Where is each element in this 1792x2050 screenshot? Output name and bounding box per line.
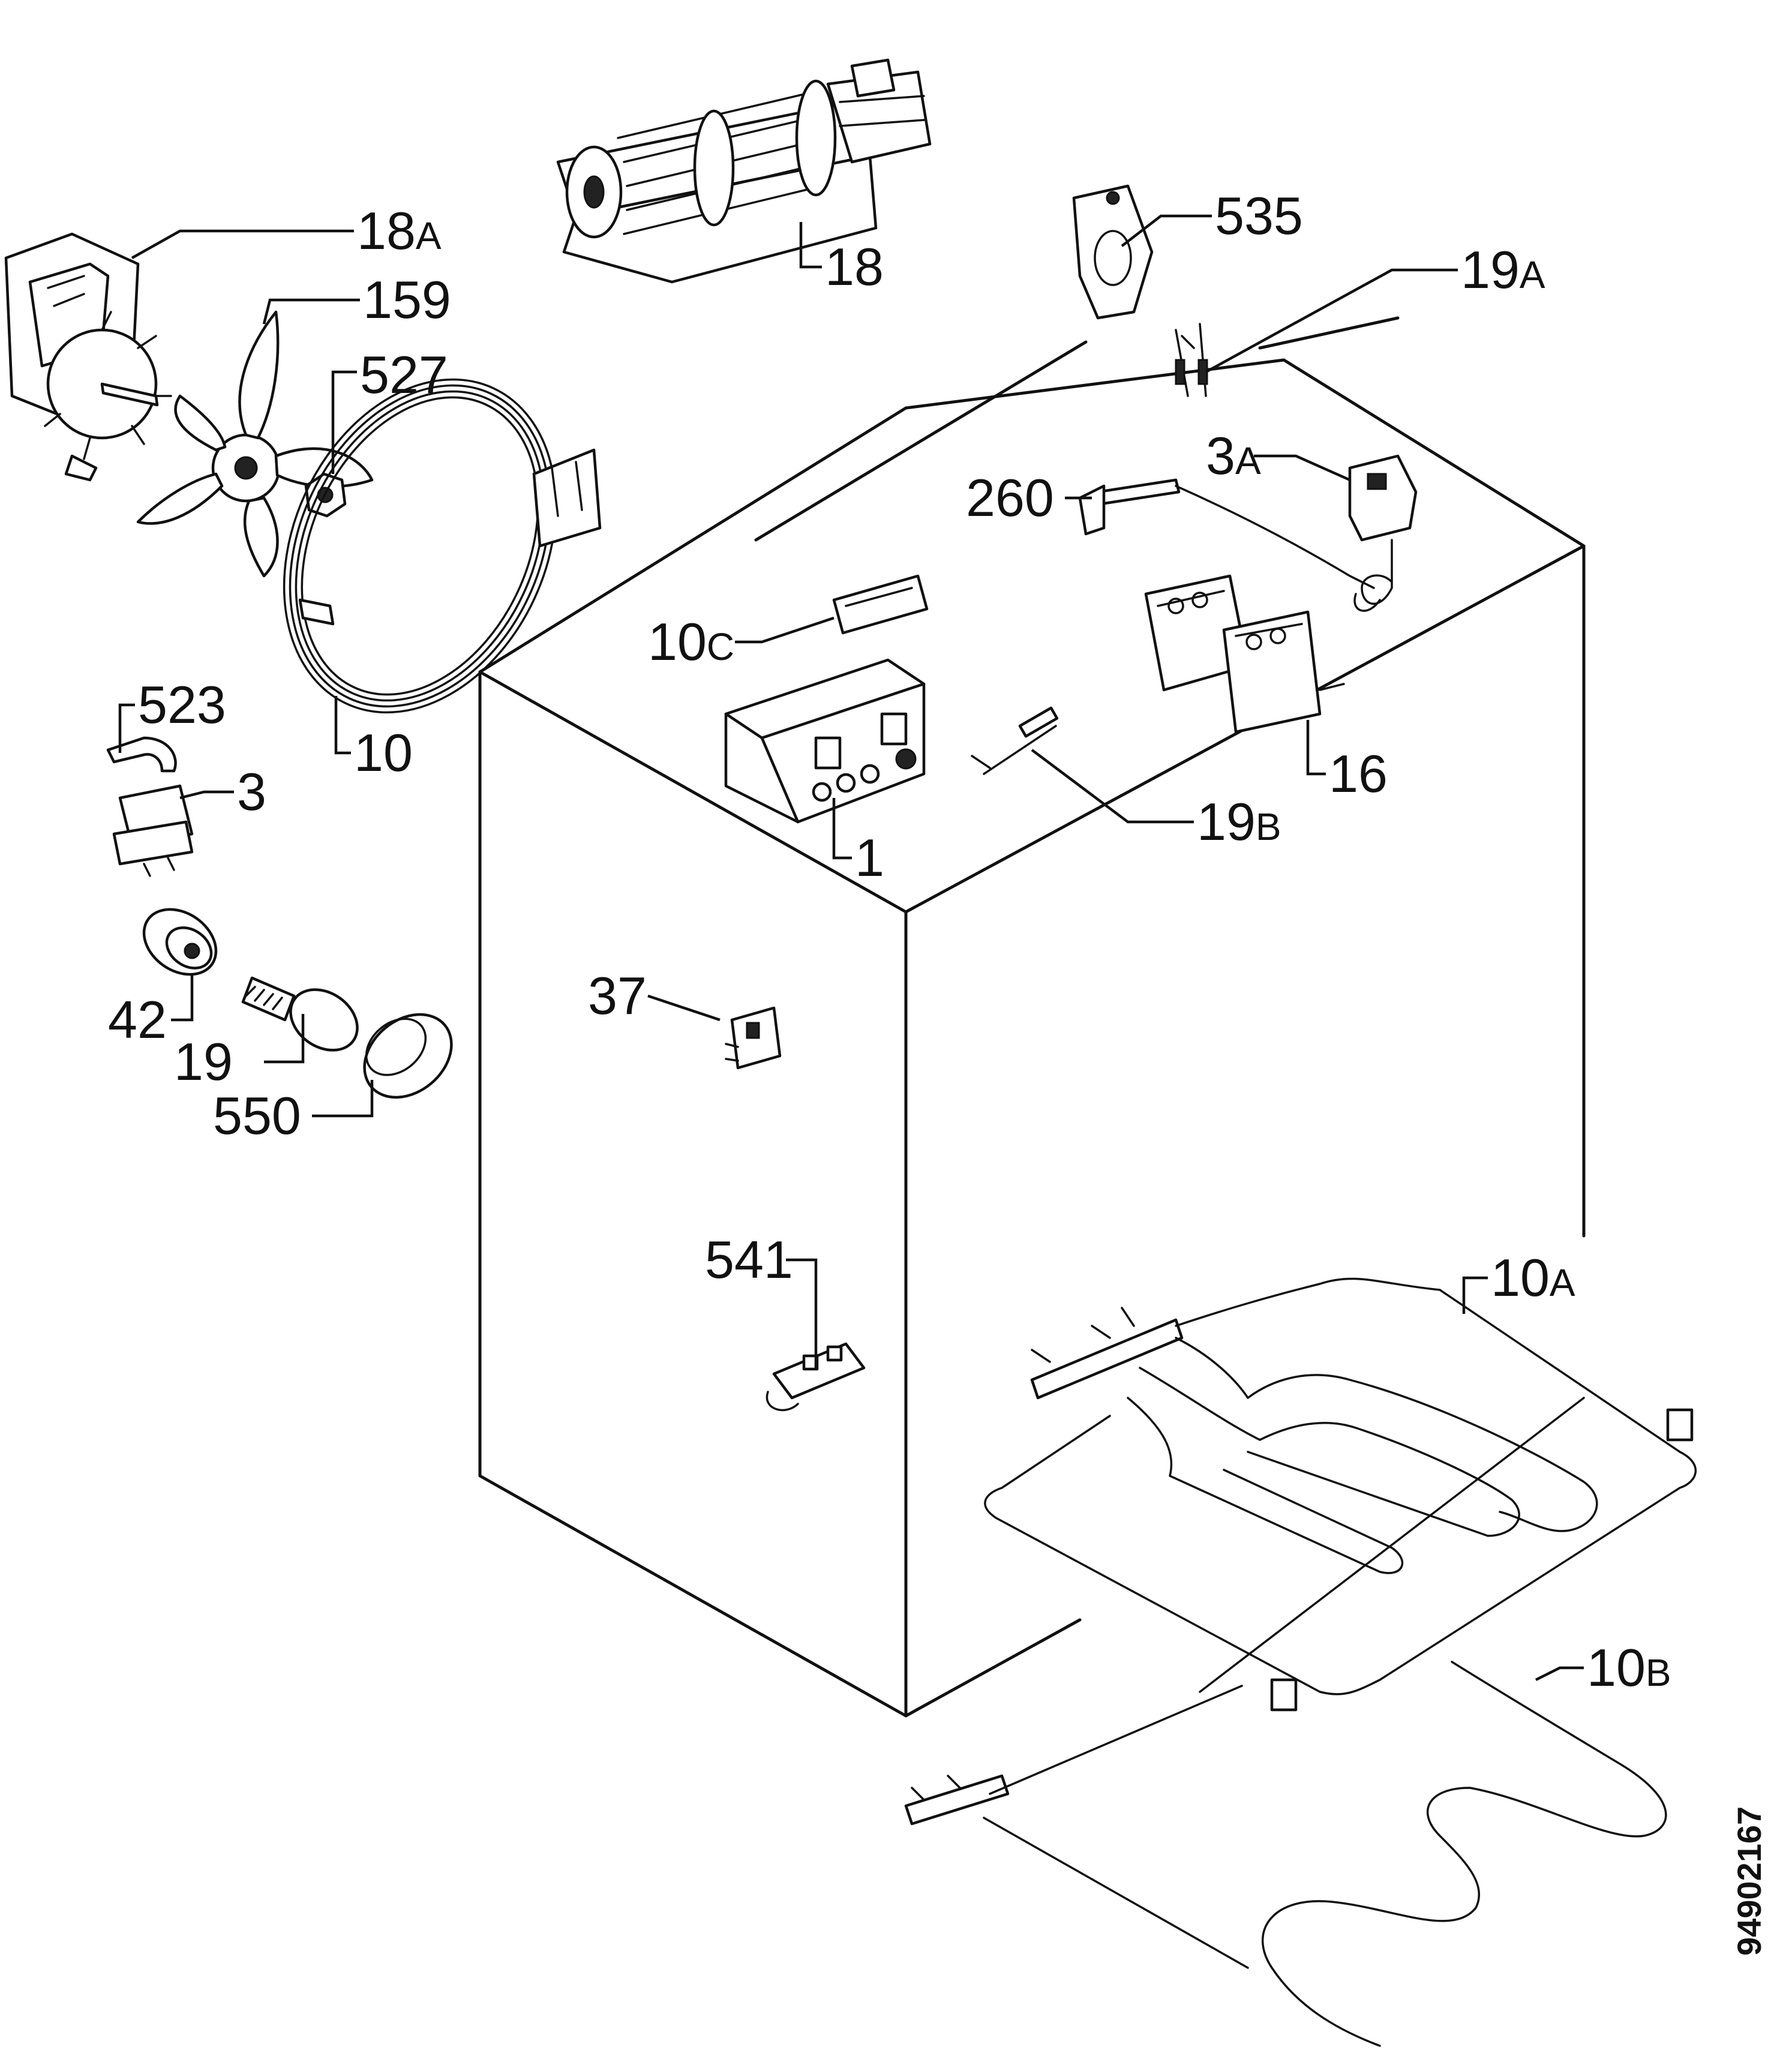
tangential-fan (556, 58, 932, 284)
label-19b: 19B (1197, 792, 1281, 851)
lamp-cover (363, 1013, 453, 1099)
bottom-heating-element (904, 1661, 1667, 2047)
oven-lamp (241, 976, 359, 1052)
thermal-cutout (112, 784, 194, 877)
grill-element (984, 1277, 1697, 1712)
label-10b: 10B (1587, 1638, 1671, 1697)
oven-cabinet (478, 316, 1586, 1718)
label-42: 42 (108, 990, 167, 1049)
fan-motor (4, 232, 172, 482)
lamp-holder (142, 908, 218, 976)
label-19: 19 (174, 1032, 233, 1091)
label-10a: 10A (1491, 1248, 1575, 1307)
label-527: 527 (360, 345, 448, 404)
wire-lead (971, 706, 1059, 775)
thermostat (1348, 454, 1418, 612)
socket (1072, 184, 1154, 320)
label-260: 260 (966, 468, 1054, 527)
label-18a: 18A (357, 201, 442, 260)
selector-switches (1144, 574, 1345, 734)
electronic-timer (724, 658, 926, 824)
fan-impeller (136, 310, 374, 578)
label-535: 535 (1215, 186, 1303, 245)
label-3a: 3A (1206, 426, 1261, 485)
label-550: 550 (213, 1086, 301, 1145)
part-labels: 18A 159 527 18 535 19A 3A 260 10C 10 523… (108, 186, 1671, 1697)
wire-connectors (1175, 323, 1208, 397)
label-159: 159 (363, 270, 451, 329)
label-10: 10 (354, 723, 413, 782)
label-10c: 10C (648, 612, 734, 671)
label-523: 523 (138, 675, 226, 734)
small-module (832, 574, 929, 635)
leader-lines (118, 214, 1584, 1682)
label-16: 16 (1329, 744, 1388, 803)
terminal-block (725, 1006, 782, 1070)
label-541: 541 (705, 1230, 793, 1289)
label-37: 37 (588, 966, 647, 1025)
label-19a: 19A (1461, 240, 1545, 299)
temperature-sensor (1078, 478, 1375, 589)
document-id: 94902167 (1730, 1806, 1768, 1956)
label-3: 3 (237, 762, 266, 821)
label-1: 1 (855, 828, 884, 887)
spring-clip (106, 736, 177, 773)
label-18: 18 (825, 237, 884, 296)
ring-heating-element (283, 378, 602, 714)
